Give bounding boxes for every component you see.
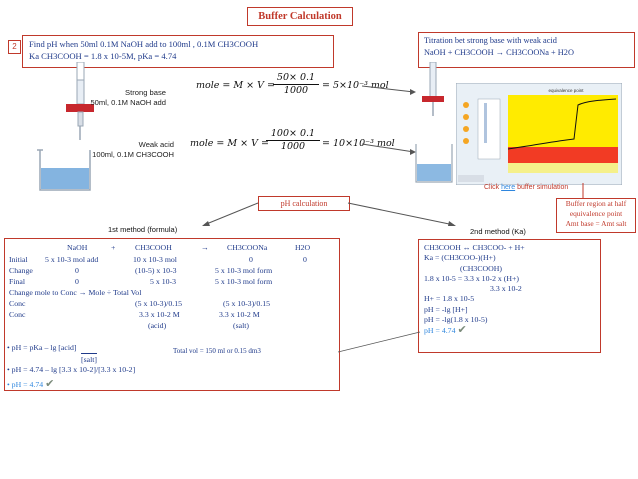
ka-line-1: CH3COOH ↔ CH3COO- + H+ [424,243,525,252]
row-change-acid: (10-5) x 10-3 [135,266,177,275]
equation-acid-fraction: 100× 0.1 1000 [266,128,320,152]
formula-ph-values: • pH = 4.74 – lg [3.3 x 10-2]/[3.3 x 10-… [7,365,136,374]
header-plus: + [111,243,116,252]
row-initial-water: 0 [303,255,307,264]
result-ph-method2: pH = 4.74 ✔ [424,324,467,337]
problem-number-badge: 2 [8,40,21,54]
titration-line-2: NaOH + CH3COOH → CH3COONa + H2O [424,48,574,57]
conc2-salt: 3.3 x 10-2 M [219,310,260,319]
check-icon: ✔ [457,324,467,337]
row-final-acid: 5 x 10-3 [150,277,176,286]
row-final-salt: 5 x 10-3 mol form [215,277,273,286]
problem-line-1: Find pH when 50ml 0.1M NaOH add to 100ml… [29,39,259,49]
header-naoh: NaOH [67,243,88,252]
titration-curve-graph[interactable]: equivalence point [456,83,622,185]
equation-acid-moles: mole = M × V = [190,138,269,149]
connector-line [338,331,421,353]
method-2-label: 2nd method (Ka) [470,227,526,236]
conc1-label: Conc [9,299,26,308]
conc2-acid: 3.3 x 10-2 M [139,310,180,319]
conversion-note: Change mole to Conc → Mole ÷ Total Vol [9,288,142,297]
row-initial-label: Initial [9,255,28,264]
simulation-here-link[interactable]: here [501,184,516,191]
conc2-label: Conc [9,310,26,319]
header-h2o: H2O [295,243,311,252]
ka-line-7: pH = -lg [H+] [424,304,468,314]
conc-name-salt: (salt) [233,321,250,330]
row-initial-acid: 10 x 10-3 mol [133,255,177,264]
ka-line-2: Ka = (CH3COO-)(H+) [424,253,496,263]
buffer-region-note: Buffer region at half equivalence point … [556,198,636,233]
row-final-naoh: 0 [75,277,79,286]
row-change-salt: 5 x 10-3 mol form [215,266,273,275]
region-pointer-line [582,183,584,198]
row-initial-naoh: 5 x 10-3 mol add [45,255,99,264]
weak-acid-label: Weak acid 100ml, 0.1M CH3COOH [92,140,174,159]
header-ch3cooh: CH3COOH [135,243,172,252]
conc1-salt: (5 x 10-3)/0.15 [223,299,270,308]
graph-title: equivalence point [548,88,584,93]
formula-ph-salt: [salt] [81,353,98,364]
ka-line-8: pH = -lg(1.8 x 10-5) [424,315,488,325]
problem-line-2: Ka CH3COOH = 1.8 x 10-5M, pKa = 4.74 [29,51,177,61]
row-initial-salt: 0 [249,255,253,264]
formula-ph-pka: • pH = pKa – lg [acid] [7,343,77,352]
equation-acid-result: = 10×10⁻³ mol [322,138,395,149]
ka-line-5: 3.3 x 10-2 [490,284,522,294]
header-ch3coona: CH3COONa [227,243,268,252]
ka-line-6: H+ = 1.8 x 10-5 [424,294,475,304]
method-1-label: 1st method (formula) [108,225,178,234]
total-volume-note: Total vol = 150 ml or 0.15 dm3 [173,347,261,355]
titration-line-1: Titration bet strong base with weak acid [424,36,557,45]
beaker-icon [37,149,91,191]
check-icon: ✔ [45,378,55,390]
strong-base-label: Strong base 50ml, 0.1M NaOH add [90,88,166,107]
ka-line-4: 1.8 x 10-5 = 3.3 x 10-2 x (H+) [424,273,519,283]
ph-calculation-heading: pH calculation [258,196,350,211]
titration-apparatus-icon [415,62,453,183]
conc-name-acid: (acid) [148,321,167,330]
ka-line-3: (CH3COOH) [460,263,503,273]
result-ph-method1: • pH = 4.74 ✔ [7,378,55,390]
method-arrows-icon [202,202,456,226]
arrow-icons [361,85,416,155]
titration-equation-box: Titration bet strong base with weak acid… [418,32,635,68]
equation-base-moles: mole = M × V = [196,80,275,91]
page-title: Buffer Calculation [247,7,353,26]
conc1-acid: (5 x 10-3)/0.15 [135,299,182,308]
row-final-label: Final [9,277,26,286]
header-arrow: → [201,243,209,252]
problem-statement: Find pH when 50ml 0.1M NaOH add to 100ml… [22,35,334,68]
ice-table: NaOH + CH3COOH → CH3COONa H2O Initial 5 … [4,238,340,391]
equation-base-result: = 5×10⁻³ mol [322,80,389,91]
ka-method-box: CH3COOH ↔ CH3COO- + H+ Ka = (CH3COO-)(H+… [418,239,601,353]
row-change-label: Change [9,266,33,275]
burette-icon [66,62,94,140]
simulation-link-row: Click here buffer simulation [484,184,569,191]
row-change-naoh: 0 [75,266,79,275]
equation-base-fraction: 50× 0.1 1000 [273,72,319,96]
